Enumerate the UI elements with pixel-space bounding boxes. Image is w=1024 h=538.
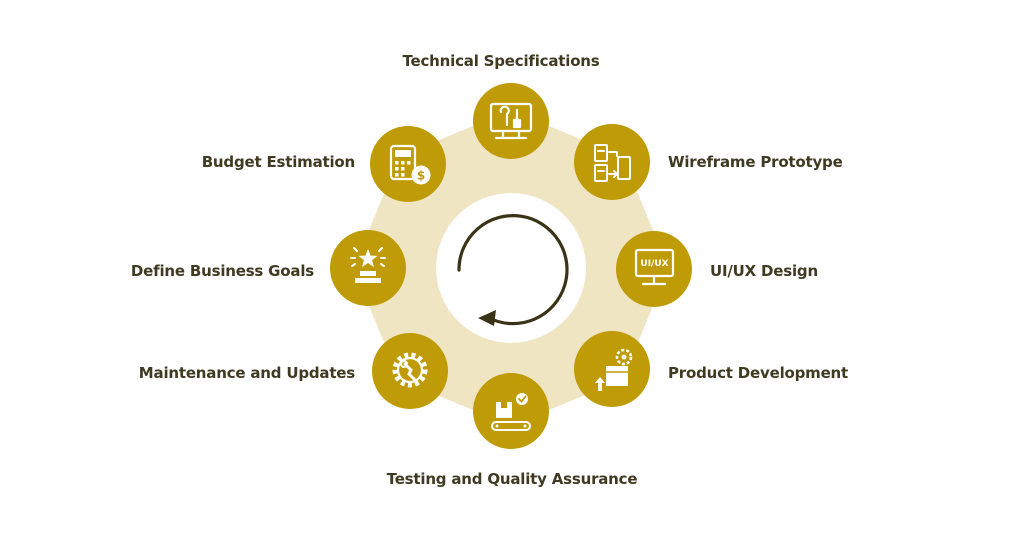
step-label-budget-estimation: Budget Estimation xyxy=(201,153,355,171)
uiux-monitor-icon: UI/UX xyxy=(634,248,675,286)
gear-wrench-icon xyxy=(392,352,428,388)
step-label-wireframe-prototype: Wireframe Prototype xyxy=(668,153,843,171)
step-node-maintenance-and-updates xyxy=(372,333,448,409)
cycle-arrow-icon xyxy=(457,214,569,326)
step-node-define-business-goals xyxy=(330,230,406,306)
wireframe-flow-icon xyxy=(594,144,631,182)
step-label-technical-specifications: Technical Specifications xyxy=(402,52,600,70)
step-node-technical-specifications xyxy=(473,83,549,159)
step-node-testing-and-quality-assurance xyxy=(473,373,549,449)
step-label-testing-and-quality-assurance: Testing and Quality Assurance xyxy=(386,470,638,488)
conveyor-check-icon xyxy=(491,393,531,431)
star-podium-icon xyxy=(350,247,386,283)
uiux-icon-text: UI/UX xyxy=(640,259,668,269)
step-label-maintenance-and-updates: Maintenance and Updates xyxy=(138,364,355,382)
step-node-budget-estimation: $ xyxy=(370,126,446,202)
step-label-product-development: Product Development xyxy=(668,364,849,382)
step-node-uiux-design: UI/UX xyxy=(616,231,692,307)
step-node-wireframe-prototype xyxy=(574,124,650,200)
step-label-uiux-design: UI/UX Design xyxy=(710,262,818,280)
svg-text:$: $ xyxy=(417,169,425,183)
tools-monitor-icon xyxy=(489,102,533,140)
box-gear-upload-icon xyxy=(595,348,633,391)
step-label-define-business-goals: Define Business Goals xyxy=(130,262,314,280)
calculator-dollar-icon: $ xyxy=(389,144,431,185)
step-node-product-development xyxy=(574,331,650,407)
